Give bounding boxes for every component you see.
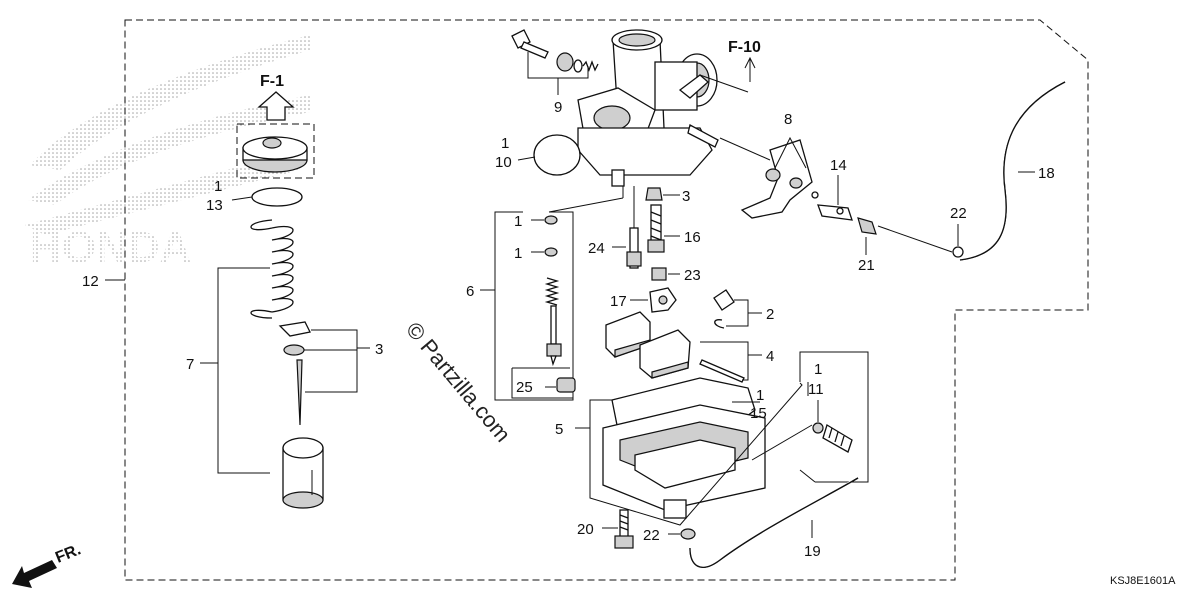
callout-16: 16 — [684, 229, 701, 246]
jet-needle[interactable] — [296, 359, 303, 426]
throttle-valve[interactable] — [282, 437, 324, 509]
partzilla-watermark: © Partzilla.com — [401, 317, 515, 447]
diagram-code: KSJ8E1601A — [1110, 575, 1176, 587]
main-jet-holder[interactable] — [626, 227, 642, 269]
front-label: FR. — [53, 541, 83, 566]
small-o-ring-a[interactable] — [544, 215, 558, 225]
link-plate[interactable] — [817, 204, 853, 221]
carburetor-body[interactable] — [577, 29, 719, 187]
hose-clip-top[interactable] — [952, 246, 964, 258]
float-pin[interactable] — [699, 359, 745, 383]
callout-1-oring: 1 — [501, 135, 509, 152]
slow-jet[interactable] — [647, 204, 665, 253]
callout-22-bottom: 22 — [643, 527, 660, 544]
float-assembly[interactable] — [605, 311, 691, 379]
hose-clip-bottom[interactable] — [680, 528, 696, 540]
small-o-ring-b[interactable] — [544, 247, 558, 257]
callout-10: 10 — [495, 154, 512, 171]
float-needle[interactable] — [546, 305, 562, 367]
small-cap-part[interactable] — [556, 377, 576, 393]
callout-25: 25 — [516, 379, 533, 396]
callout-1-screw: 1 — [814, 361, 822, 378]
callout-4: 4 — [766, 348, 774, 365]
callout-5: 5 — [555, 421, 563, 438]
top-cap-dashed-box — [236, 123, 315, 179]
carburetor-top-cap[interactable] — [242, 136, 308, 173]
float-valve-spring[interactable] — [544, 277, 560, 306]
callout-22-top: 22 — [950, 205, 967, 222]
cap-seal-ring[interactable] — [251, 187, 303, 207]
callout-20: 20 — [577, 521, 594, 538]
callout-8: 8 — [784, 111, 792, 128]
callout-1-seal: 1 — [214, 178, 222, 195]
callout-21: 21 — [858, 257, 875, 274]
honda-wing-watermark: HONDA — [25, 35, 310, 272]
assembly-boundary — [124, 19, 1089, 581]
callout-9: 9 — [554, 99, 562, 116]
callout-13: 13 — [206, 197, 223, 214]
callout-12: 12 — [82, 273, 99, 290]
callout-23: 23 — [684, 267, 701, 284]
body-o-ring[interactable] — [533, 134, 581, 176]
pilot-screw-set[interactable] — [511, 29, 599, 73]
callout-3-jet: 3 — [682, 188, 690, 205]
ref-f1-label: F-1 — [260, 73, 284, 90]
float-pin-holder[interactable] — [649, 287, 677, 313]
throttle-valve-spring[interactable] — [250, 219, 294, 319]
callout-19: 19 — [804, 543, 821, 560]
adjust-screw[interactable] — [857, 217, 877, 235]
callout-6: 6 — [466, 283, 474, 300]
callout-numbers: 1 13 12 7 3 9 1 10 8 14 18 22 21 1 1 6 2… — [82, 99, 1055, 560]
callout-14: 14 — [830, 157, 847, 174]
callout-1-gasket: 1 — [756, 387, 764, 404]
front-direction-indicator: FR. — [12, 541, 83, 588]
ref-f1-arrow-icon — [257, 91, 295, 121]
needle-jet-holder[interactable] — [645, 187, 663, 201]
callout-1-a: 1 — [514, 213, 522, 230]
honda-lettering: HONDA — [30, 223, 191, 272]
callout-24: 24 — [588, 240, 605, 257]
drain-screw[interactable] — [812, 422, 853, 453]
jet-needle-clip[interactable] — [278, 321, 311, 356]
chamber-screw[interactable] — [614, 509, 634, 549]
callout-2: 2 — [766, 306, 774, 323]
choke-lever-bracket[interactable] — [740, 139, 819, 219]
front-arrow-icon — [12, 560, 57, 588]
callout-15: 15 — [750, 405, 767, 422]
callout-18: 18 — [1038, 165, 1055, 182]
float-chamber[interactable] — [602, 404, 766, 519]
callout-11: 11 — [808, 381, 824, 398]
ref-f10-label: F-10 — [728, 39, 761, 56]
float-valve[interactable] — [713, 289, 735, 329]
callout-7: 7 — [186, 356, 194, 373]
callout-3-clip: 3 — [375, 341, 383, 358]
callout-1-b: 1 — [514, 245, 522, 262]
callout-17: 17 — [610, 293, 627, 310]
main-jet[interactable] — [651, 267, 667, 281]
